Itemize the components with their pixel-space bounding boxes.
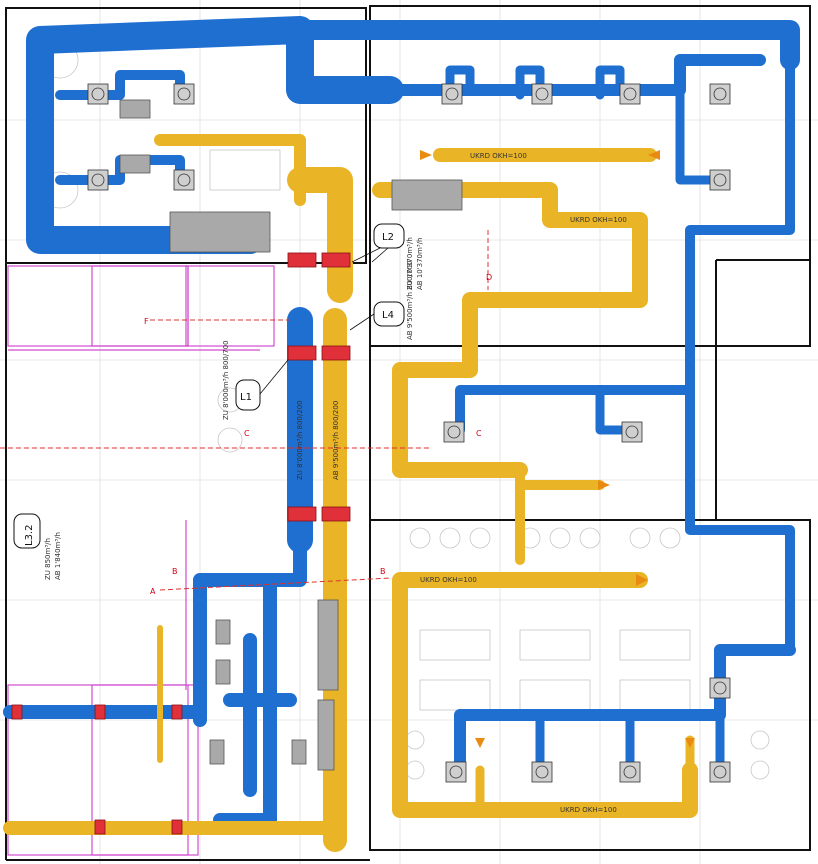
supply-duct-upper-branch	[374, 54, 766, 96]
note-L4: AB 9'500m³/h 800/700	[406, 261, 414, 340]
diffuser	[445, 761, 467, 783]
note-riser-zu: ZU 8'000m³/h 800/200	[296, 400, 304, 480]
supply-duct-left-branch-1	[55, 70, 185, 100]
section-label-f: F	[144, 317, 149, 326]
diffuser	[441, 83, 463, 105]
supply-duct-mid-branch	[455, 385, 695, 435]
diffuser-rings	[91, 87, 727, 779]
supply-duct-branch-c	[595, 65, 625, 100]
duct-tag-mid: UKRD OKH=100	[570, 216, 627, 224]
exhaust-duct-mid-spur	[515, 465, 605, 565]
diffuser	[709, 677, 731, 699]
exhaust-duct-network	[3, 134, 698, 852]
section-label-c: C	[244, 429, 250, 438]
section-lines	[0, 230, 489, 591]
diffuser	[709, 83, 731, 105]
arrow-icon	[636, 574, 648, 586]
svg-text:L3.2: L3.2	[24, 525, 35, 546]
diffuser	[709, 169, 731, 191]
silencers	[119, 99, 463, 771]
exhaust-duct-upper-room	[372, 182, 648, 478]
marker-L2: L2	[351, 223, 405, 263]
exhaust-duct-lower-spurs	[475, 735, 695, 815]
supply-duct-main-loop	[26, 16, 404, 254]
diffuser	[173, 83, 195, 105]
marker-L4: L4	[349, 301, 405, 331]
svg-text:L4: L4	[382, 310, 394, 321]
duct-tag-bottom: UKRD OKH=100	[420, 576, 477, 584]
note-L2-ab: AB 10'370m³/h	[416, 238, 424, 290]
diffusers	[87, 83, 731, 783]
supply-duct-network	[3, 16, 800, 827]
airflow-arrows	[420, 150, 695, 748]
arrow-icon	[648, 150, 660, 160]
fire-dampers	[11, 252, 351, 835]
note-L3-2-ab: AB 1'840m³/h	[54, 532, 62, 580]
supply-duct-right-run	[685, 55, 795, 655]
diffuser	[87, 169, 109, 191]
supply-duct-branch-b	[515, 65, 545, 100]
duct-tag-right: UKRD OKH=100	[560, 806, 617, 814]
arrow-icon	[475, 738, 485, 748]
arrow-icon	[420, 150, 432, 160]
supply-duct-lower-drops	[535, 710, 725, 775]
diffuser	[619, 83, 641, 105]
note-L3-2-zu: ZU 850m³/h	[44, 538, 52, 580]
section-label-b-right: B	[380, 567, 386, 576]
section-label-a: A	[150, 587, 156, 596]
note-riser-ab: AB 9'500m³/h 800/200	[332, 401, 340, 480]
diffuser	[531, 83, 553, 105]
section-label-c-right: C	[476, 429, 482, 438]
diffuser	[443, 421, 465, 443]
diffuser	[87, 83, 109, 105]
marker-L3-2: L3.2	[13, 513, 41, 549]
note-L1: ZU 8'000m³/h 800/700	[222, 340, 230, 420]
exhaust-duct-lower-room-loop	[392, 572, 698, 818]
section-label-b: B	[172, 567, 178, 576]
note-L2-zu: ZU 10'370m³/h	[406, 237, 414, 290]
arrow-icon	[598, 480, 610, 490]
diffuser	[173, 169, 195, 191]
supply-duct-branch-a	[445, 65, 475, 100]
walls	[5, 5, 811, 861]
zone-outlines	[7, 265, 275, 856]
supply-duct-lower-room	[454, 644, 796, 776]
section-label-d: D	[486, 273, 492, 282]
marker-L1: L1	[235, 359, 289, 411]
diffuser	[531, 761, 553, 783]
diffuser	[709, 761, 731, 783]
supply-duct-mid-branch-2	[595, 385, 635, 435]
supply-duct-bottom-left-cluster	[193, 533, 307, 827]
supply-duct-branch-d	[675, 90, 725, 185]
diffuser	[621, 421, 643, 443]
arrow-icon	[685, 738, 695, 748]
duct-tag-top: UKRD OKH=100	[470, 152, 527, 160]
supply-duct-top-run	[290, 20, 800, 70]
svg-text:L1: L1	[240, 392, 252, 403]
diffuser	[619, 761, 641, 783]
svg-text:L2: L2	[382, 232, 394, 243]
